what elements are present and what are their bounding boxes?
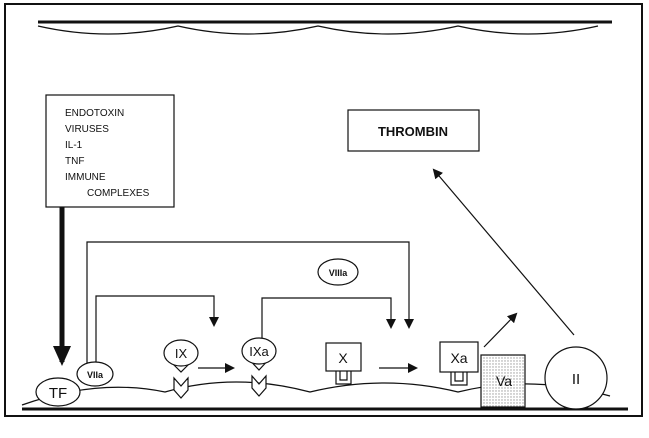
top-membrane: [38, 22, 612, 34]
va-factor: Va: [481, 355, 525, 407]
viiia-cofactor: VIIIa: [318, 259, 358, 285]
ixa-label: IXa: [249, 344, 269, 359]
viiia-label: VIIIa: [329, 268, 349, 278]
trigger-endotoxin: ENDOTOXIN: [65, 108, 124, 119]
tf-factor: TF: [36, 378, 80, 406]
thrombin-label: THROMBIN: [378, 124, 448, 139]
va-label: Va: [496, 373, 512, 389]
triggers-box: ENDOTOXIN VIRUSES IL-1 TNF IMMUNE COMPLE…: [46, 95, 174, 207]
ixa-to-x-bracket: [262, 298, 391, 338]
viia-factor: VIIa: [77, 362, 113, 386]
x-factor: X: [326, 343, 361, 384]
ix-factor: IX: [164, 340, 198, 398]
trigger-tnf: TNF: [65, 156, 84, 167]
trigger-il1: IL-1: [65, 140, 83, 151]
bottom-membrane: [22, 382, 628, 409]
trigger-complexes: COMPLEXES: [87, 188, 150, 199]
ii-to-thrombin-arrow: [434, 170, 574, 335]
trigger-viruses: VIRUSES: [65, 124, 109, 135]
thrombin-box: THROMBIN: [348, 110, 479, 151]
x-label: X: [338, 350, 348, 366]
xa-label: Xa: [450, 350, 467, 366]
diagram-frame: [5, 4, 642, 416]
trigger-immune: IMMUNE: [65, 172, 106, 183]
ii-factor: II: [545, 347, 607, 409]
viia-label: VIIa: [87, 370, 104, 380]
ixa-factor: IXa: [242, 338, 276, 396]
ix-label: IX: [175, 346, 188, 361]
xava-to-ii-arrow: [484, 314, 516, 347]
ii-label: II: [572, 371, 580, 388]
xa-factor: Xa: [440, 342, 478, 385]
tf-label: TF: [49, 385, 67, 402]
